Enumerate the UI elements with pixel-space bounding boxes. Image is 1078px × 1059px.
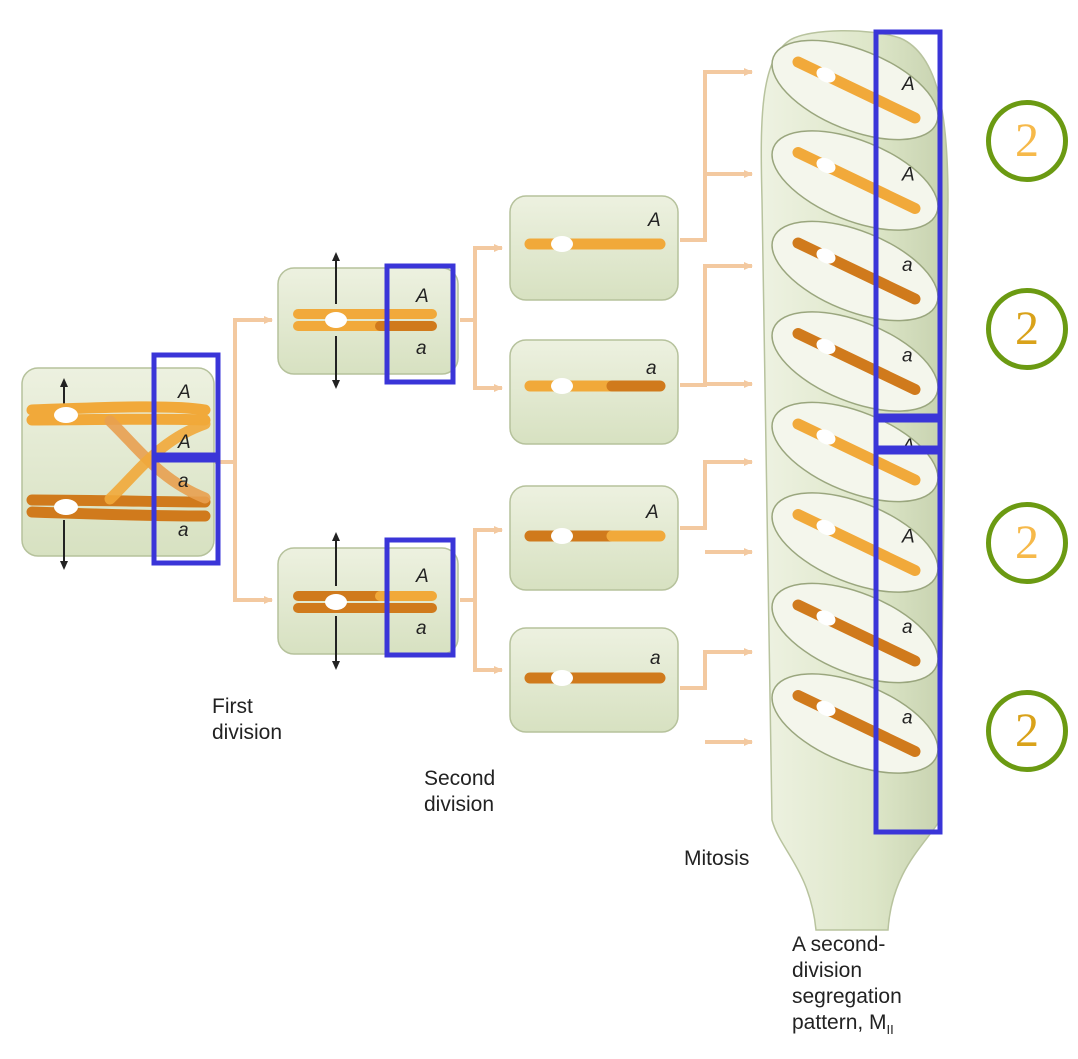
ascospore-centromere [816,700,836,717]
ascospore-allele-label: a [902,617,913,638]
svg-text:A: A [415,566,429,587]
highlight-box-start-upper [151,352,221,463]
ascospore-allele-label: A [901,527,915,548]
ascospore-allele-label: a [902,346,913,367]
meiosis-start-cell: A A a a [21,367,215,570]
second-division-cell-3: A [509,485,679,591]
ascospore-allele-label: a [902,708,913,729]
highlight-boxes [151,29,943,835]
svg-text:A: A [647,210,661,231]
second-division-label: Second division [424,766,495,818]
first-division-label: First division [212,694,282,746]
first-division-cell-upper: A a [277,252,459,389]
svg-text:a: a [416,338,427,359]
ascospore-allele-label: a [902,255,913,276]
ascospore: A [771,130,939,231]
badge-count-3: 2 [986,502,1068,584]
highlight-box-first-lower [384,537,456,658]
ascospore: A [771,39,939,141]
ascospore-centromere [816,610,836,626]
ascospore: a [771,311,939,412]
ascospore-centromere [816,519,836,536]
first-division-cell-lower: A a [277,532,459,670]
second-division-cell-2: a [509,339,679,445]
segregation-pattern-subscript: II [886,1022,894,1038]
ascospore: A [771,492,939,593]
badge-count-1: 2 [986,100,1068,182]
ascospore-centromere [816,338,836,355]
highlight-box-ascus-top [873,29,943,419]
ascospore: a [771,582,939,684]
second-division-arrows [460,244,503,674]
segregation-pattern-line4: pattern, MII [792,1010,902,1043]
badge-count-4: 2 [986,690,1068,772]
ascospore-centromere [816,248,836,264]
svg-text:a: a [650,648,661,669]
svg-text:a: a [646,358,657,379]
second-division-label-line1: Second [424,767,496,790]
segregation-pattern-line3: segregation [792,985,902,1008]
mitosis-label: Mitosis [684,847,750,870]
svg-text:A: A [177,432,191,453]
segregation-pattern-line1: A second- [792,933,886,956]
ascospore-centromere [816,67,836,83]
svg-text:a: a [416,618,427,639]
highlight-box-first-upper [384,263,456,385]
first-division-label-line1: First [212,695,253,718]
svg-text:A: A [415,286,429,307]
mitosis-arrows [680,68,753,746]
second-division-label-line2: division [424,793,495,816]
ascospore: a [771,673,939,774]
second-division-cell-4: a [509,627,679,733]
ascospore: a [771,220,939,322]
segregation-pattern-line2: division [792,959,863,982]
svg-text:A: A [645,502,659,523]
svg-text:a: a [178,520,189,541]
badge-count-2: 2 [986,288,1068,370]
highlight-box-ascus-gap [873,417,943,451]
ascospore-allele-label: A [901,74,915,95]
ascospore-centromere [816,157,836,174]
first-division-arrows [215,316,273,604]
highlight-box-ascus-bottom [873,449,943,835]
ascospore-allele-label: A [901,165,915,186]
first-division-label-line2: division [212,721,283,744]
svg-text:a: a [178,471,189,492]
svg-text:A: A [177,382,191,403]
segregation-pattern-text: pattern, M [792,1011,887,1034]
segregation-pattern-label: A second- division segregation pattern, … [792,932,902,1043]
highlight-box-start-lower [151,452,221,566]
ascospore: A [771,401,939,503]
second-division-cell-1: A [509,195,679,301]
ascospore-centromere [816,429,836,445]
